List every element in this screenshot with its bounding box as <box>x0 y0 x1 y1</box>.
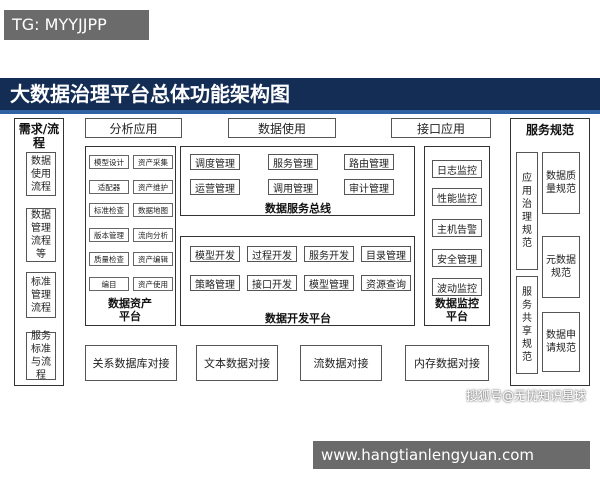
data-asset-platform-label: 数据资产平台 <box>108 297 152 323</box>
data-usage-box: 数据使用 <box>228 118 336 138</box>
page-title: 大数据治理平台总体功能架构图 <box>0 78 600 110</box>
requirements-header: 需求/流程 <box>18 122 60 150</box>
data-monitor-platform-label: 数据监控平台 <box>435 297 479 323</box>
service-bus-item: 调用管理 <box>268 179 318 195</box>
asset-item: 模型设计 <box>89 155 129 169</box>
process-box: 数据管理流程等 <box>26 208 56 262</box>
watermark-text: 搜狐号@无忧知识星球 <box>465 389 586 403</box>
process-box: 服务标准与流程 <box>26 331 56 381</box>
dev-item: 目录管理 <box>361 246 411 262</box>
asset-item: 质量检查 <box>89 252 129 266</box>
interface-app-box: 接口应用 <box>391 118 491 138</box>
asset-item: 资产编辑 <box>133 252 173 266</box>
spec-box: 元数据规范 <box>542 236 580 298</box>
dev-item: 模型开发 <box>190 246 240 262</box>
asset-item: 标准检查 <box>89 203 129 217</box>
memory-connector-box: 内存数据对接 <box>405 345 489 381</box>
dev-item: 接口开发 <box>247 275 297 291</box>
data-dev-platform-label: 数据开发平台 <box>265 312 331 325</box>
asset-item: 资产采集 <box>133 155 173 169</box>
service-bus-item: 运营管理 <box>190 179 240 195</box>
asset-item: 数据地图 <box>133 203 173 217</box>
asset-item: 资产维护 <box>133 180 173 194</box>
service-bus-item: 服务管理 <box>268 154 318 170</box>
dev-item: 策略管理 <box>190 275 240 291</box>
title-underline <box>0 110 600 114</box>
spec-box: 数据申请规范 <box>542 312 580 372</box>
asset-item: 资产使用 <box>133 277 173 291</box>
monitor-item: 安全管理 <box>432 249 482 267</box>
monitor-item: 日志监控 <box>432 160 482 178</box>
asset-item: 编目 <box>89 277 129 291</box>
monitor-item: 性能监控 <box>432 188 482 206</box>
service-bus-item: 路由管理 <box>344 154 394 170</box>
dev-item: 服务开发 <box>304 246 354 262</box>
spec-box: 服务共享规范 <box>516 276 538 374</box>
text-connector-box: 文本数据对接 <box>196 345 278 381</box>
service-bus-item: 审计管理 <box>344 179 394 195</box>
process-box: 数据使用流程 <box>26 152 56 196</box>
rdb-connector-box: 关系数据库对接 <box>85 345 177 381</box>
asset-item: 版本管理 <box>89 228 129 242</box>
image-tag: TG: MYYJJPP <box>4 10 149 40</box>
monitor-item: 主机告警 <box>432 219 482 237</box>
dev-item: 资源查询 <box>361 275 411 291</box>
data-service-bus-label: 数据服务总线 <box>265 202 331 215</box>
stream-connector-box: 流数据对接 <box>300 345 382 381</box>
analysis-app-box: 分析应用 <box>85 118 182 138</box>
asset-item: 流向分析 <box>133 228 173 242</box>
asset-item: 适配器 <box>89 180 129 194</box>
service-spec-header: 服务规范 <box>525 123 574 137</box>
spec-box: 应用治理规范 <box>516 152 538 270</box>
monitor-item: 波动监控 <box>432 278 482 296</box>
dev-item: 模型管理 <box>304 275 354 291</box>
service-bus-item: 调度管理 <box>190 154 240 170</box>
dev-item: 过程开发 <box>247 246 297 262</box>
process-box: 标准管理流程 <box>26 272 56 318</box>
spec-box: 数据质量规范 <box>542 152 580 214</box>
site-url: www.hangtianlengyuan.com <box>313 441 590 469</box>
